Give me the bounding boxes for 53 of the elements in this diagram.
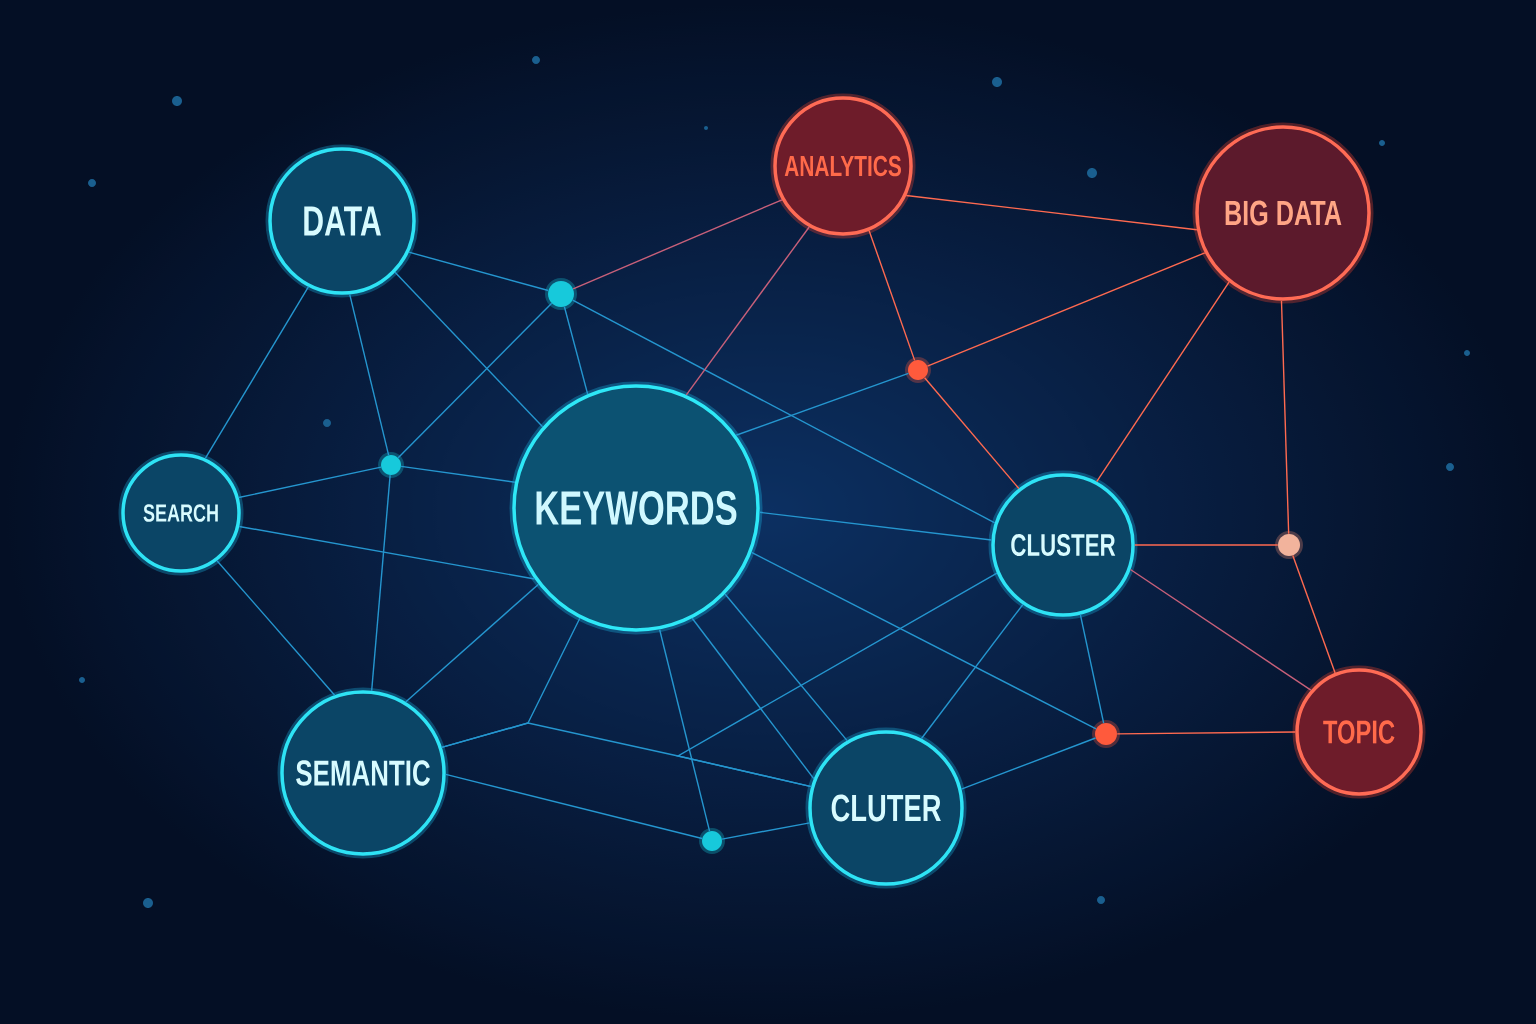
connector-line [572,199,783,290]
connector-line [721,822,811,840]
connector-line [920,603,1024,740]
junction-dot [378,452,404,478]
connector-line [724,593,848,742]
connector-line [923,377,1020,490]
connector-line [1079,613,1105,724]
junction-dot [699,828,725,854]
connector-line [441,617,581,749]
connector-line [370,474,391,692]
connector-line [238,525,536,580]
connector-line [960,737,1097,790]
network-node: DATA [265,144,419,298]
network-node: KEYWORDS [509,381,763,635]
connector-line [905,194,1198,231]
connector-line [572,299,996,524]
network-node: CLUSTER [988,470,1138,620]
connector-line [394,271,544,428]
connector-line [400,465,516,483]
connector-line [676,572,998,788]
network-node: ANALYTICS [770,93,916,239]
connector-line [758,511,993,541]
connector-line [685,226,810,396]
connector-line [1096,281,1230,483]
network-node: TOPIC [1292,665,1426,799]
network-node: CLUTER [805,727,967,889]
network-node: BIG DATA [1192,122,1374,304]
connector-line [397,302,553,459]
junction-dot [545,278,577,310]
network-node: SEMANTIC [277,687,449,859]
connector-line [868,229,916,362]
connector-line [216,560,336,696]
connector-line [750,551,1097,730]
network-node: SEARCH [118,450,244,576]
connector-line [926,252,1206,367]
connector-line [563,306,589,395]
connector-line [445,773,703,840]
connector-line [735,372,910,436]
connector-line [1292,554,1336,674]
connector-line [349,293,390,456]
connector-line [238,466,382,499]
connector-line [658,628,711,832]
connector-line [1134,544,1279,546]
connector-line [204,286,310,460]
junction-dot [905,357,931,383]
connector-line [691,617,815,780]
connector-line [408,251,549,292]
connector-line [404,583,540,703]
connector-line [1280,300,1290,535]
connector-line [1129,568,1312,691]
junction-dot [1275,531,1303,559]
connector-line [1116,731,1296,735]
junction-dot [1092,720,1120,748]
